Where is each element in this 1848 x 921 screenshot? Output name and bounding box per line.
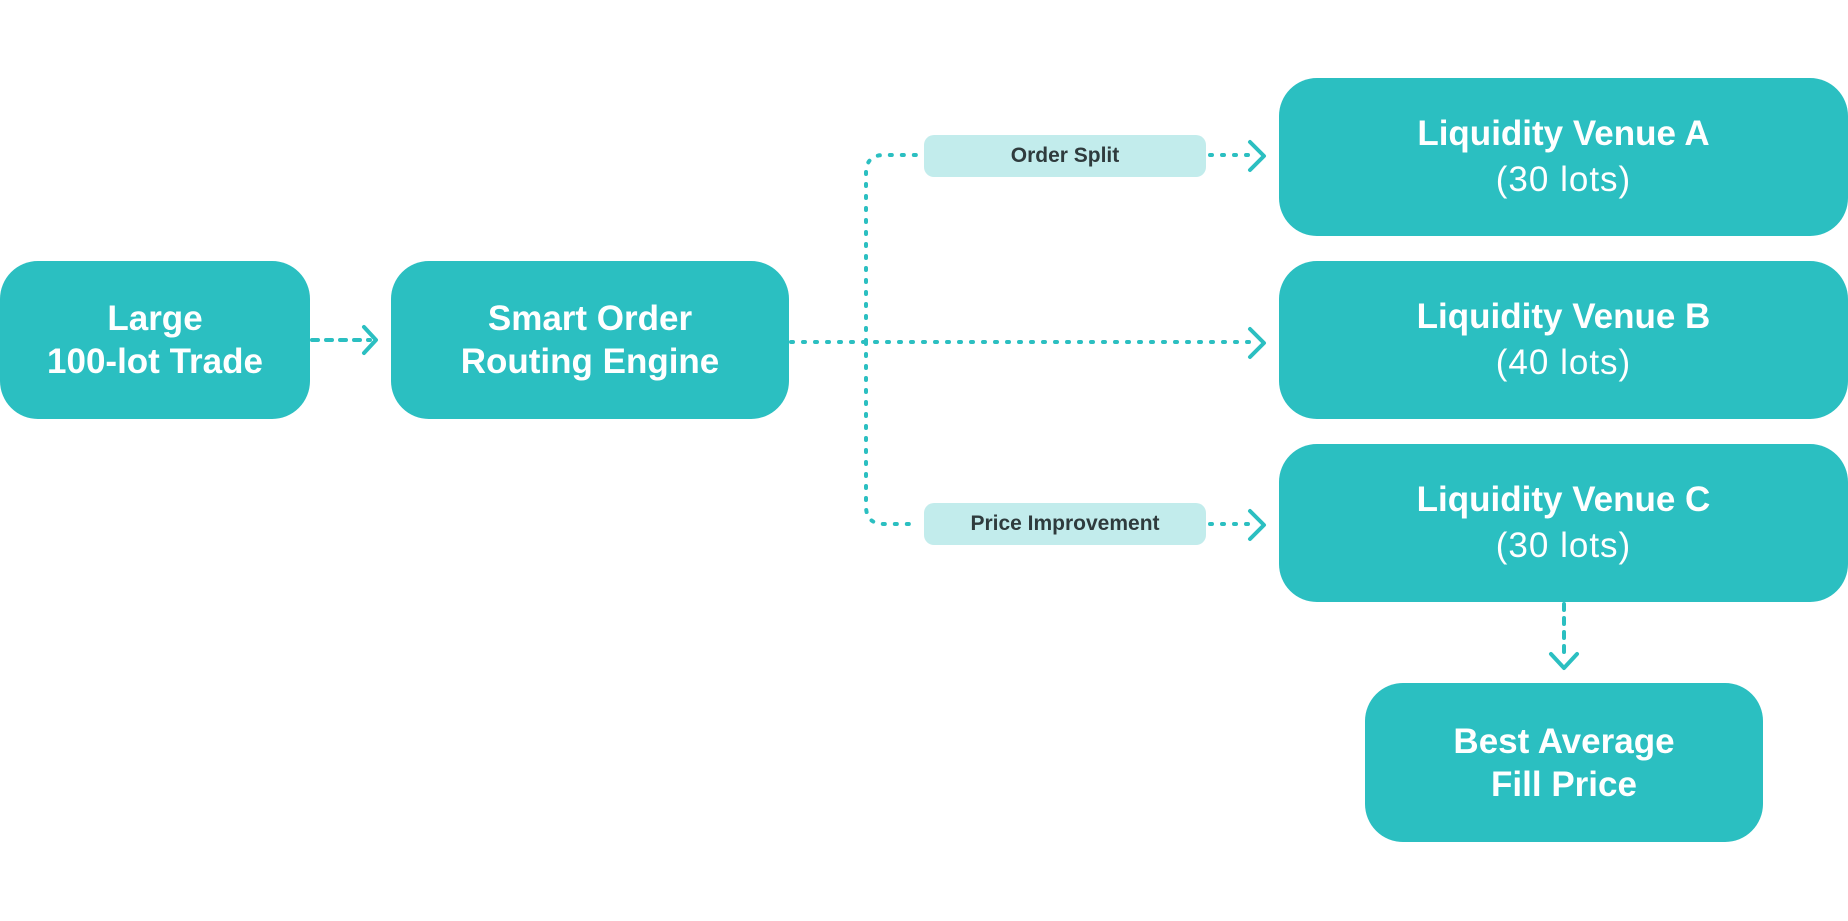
node-engine-line1: Smart Order bbox=[487, 299, 693, 338]
node-large-trade: Large 100-lot Trade bbox=[0, 261, 310, 419]
connector-branch-to-venue-a bbox=[864, 153, 920, 344]
arrowhead-venue-a-icon bbox=[1248, 140, 1266, 172]
node-best-average-fill-price: Best Average Fill Price bbox=[1365, 683, 1763, 842]
arrowhead-venue-b-icon bbox=[1248, 327, 1266, 359]
result-line1: Best Average bbox=[1453, 721, 1675, 761]
node-engine-line2: Routing Engine bbox=[460, 342, 720, 381]
arrowhead-engine-icon bbox=[362, 325, 378, 355]
edge-label-price-improvement: Price Improvement bbox=[924, 503, 1206, 545]
node-smart-order-routing-engine: Smart Order Routing Engine bbox=[391, 261, 789, 419]
venue-b-title: Liquidity Venue B bbox=[1416, 297, 1711, 336]
arrowhead-result-icon bbox=[1549, 652, 1579, 670]
node-liquidity-venue-b: Liquidity Venue B (40 lots) bbox=[1279, 261, 1848, 419]
result-line2: Fill Price bbox=[1491, 764, 1637, 804]
venue-a-title: Liquidity Venue A bbox=[1417, 114, 1710, 153]
edge-label-order-split: Order Split bbox=[924, 135, 1206, 177]
node-liquidity-venue-a: Liquidity Venue A (30 lots) bbox=[1279, 78, 1848, 236]
arrowhead-venue-c-icon bbox=[1248, 509, 1266, 541]
venue-c-lots: (30 lots) bbox=[1495, 526, 1632, 565]
node-large-trade-line1: Large bbox=[107, 299, 203, 338]
connector-branch-to-venue-c bbox=[864, 340, 920, 526]
venue-c-title: Liquidity Venue C bbox=[1416, 480, 1711, 519]
venue-b-lots: (40 lots) bbox=[1495, 343, 1632, 382]
node-liquidity-venue-c: Liquidity Venue C (30 lots) bbox=[1279, 444, 1848, 602]
node-large-trade-line2: 100-lot Trade bbox=[47, 342, 263, 381]
venue-a-lots: (30 lots) bbox=[1495, 160, 1632, 199]
